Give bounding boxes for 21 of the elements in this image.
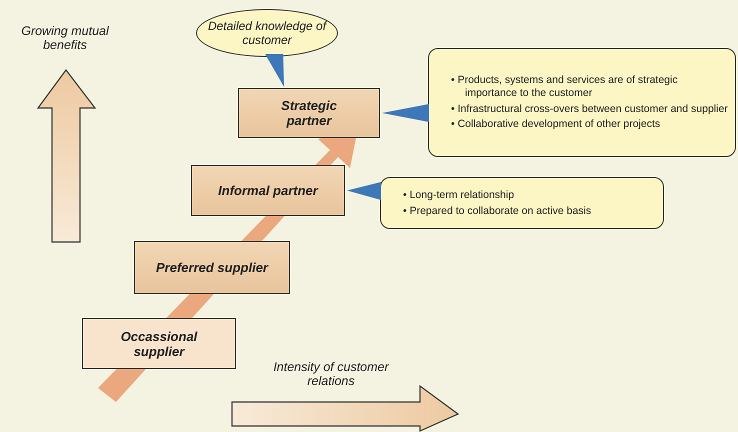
axis-label: Intensity of customer relations: [272, 360, 390, 388]
bullet-item: • Infrastructural cross-overs between customer and supplier: [451, 102, 729, 116]
callout-box: [428, 48, 736, 157]
step-box: [134, 241, 290, 294]
axis-label: Growing mutual benefits: [20, 24, 110, 52]
callout-pointer: [382, 104, 429, 122]
callout-pointer: [347, 182, 381, 200]
note-text: Detailed knowledge of customer: [206, 19, 328, 47]
bullet-item: • Long-term relationship: [403, 188, 516, 202]
step-label: Occassional supplier: [120, 328, 198, 358]
step-box: [82, 318, 236, 369]
bullet-item: • Products, systems and services are of strategic importance to the customer: [451, 74, 679, 100]
bullet-item: • Collaborative development of other projects: [451, 118, 662, 131]
step-box: [191, 165, 345, 216]
step-label: Strategic partner: [280, 98, 338, 128]
bullet-item: • Prepared to collaborate on active basis: [403, 204, 592, 218]
callout-pointer: [265, 54, 284, 87]
step-label: Preferred supplier: [155, 260, 270, 275]
callout-box: [380, 177, 664, 229]
step-label: Informal partner: [217, 183, 320, 198]
step-box: [238, 88, 380, 138]
